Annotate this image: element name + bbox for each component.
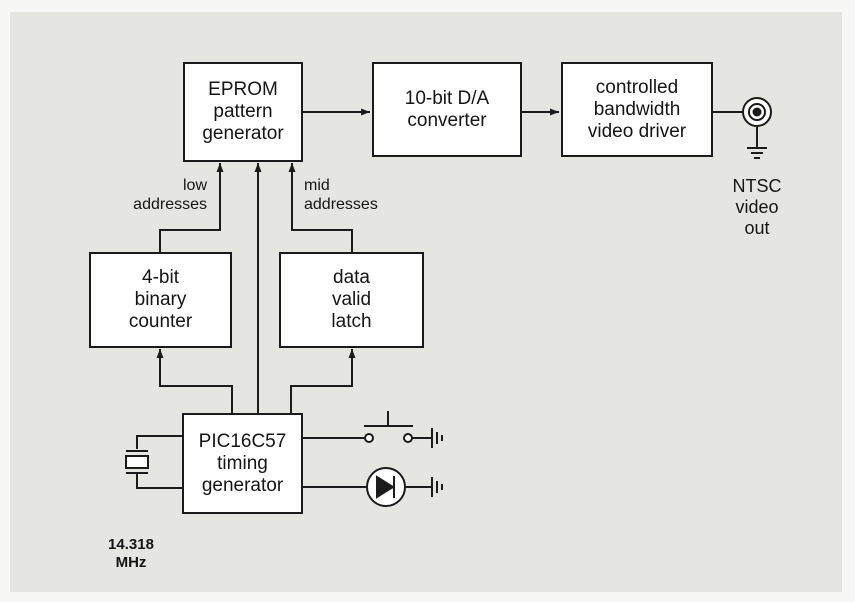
pic-timing-generator-block: PIC16C57 timing generator — [182, 413, 303, 514]
crystal-wire-bottom — [136, 473, 182, 489]
led-ground-icon — [431, 477, 443, 497]
wire-counter-to-eprom — [159, 163, 224, 252]
dac-converter-block: 10-bit D/A converter — [372, 62, 522, 157]
led-icon — [366, 467, 406, 507]
wire-latch-to-eprom — [288, 163, 353, 252]
mid-addresses-label: mid addresses — [304, 177, 378, 213]
pushbutton-switch-icon — [364, 411, 413, 443]
crystal-frequency-label: 14.318 MHz — [108, 536, 154, 571]
connector-ground-icon — [747, 147, 767, 159]
ntsc-video-out-label: NTSC video out — [732, 176, 782, 238]
crystal-icon — [125, 450, 149, 474]
video-driver-block: controlled bandwidth video driver — [561, 62, 713, 157]
eprom-pattern-generator-block: EPROM pattern generator — [183, 62, 303, 162]
low-addresses-label: low addresses — [133, 177, 207, 213]
video-connector-icon — [742, 97, 772, 127]
wire-pic-to-counter — [156, 349, 233, 413]
switch-ground-icon — [431, 428, 443, 448]
wire-pic-to-latch — [290, 349, 356, 413]
binary-counter-block: 4-bit binary counter — [89, 252, 232, 348]
data-valid-latch-block: data valid latch — [279, 252, 424, 348]
crystal-wire-top — [136, 435, 182, 449]
